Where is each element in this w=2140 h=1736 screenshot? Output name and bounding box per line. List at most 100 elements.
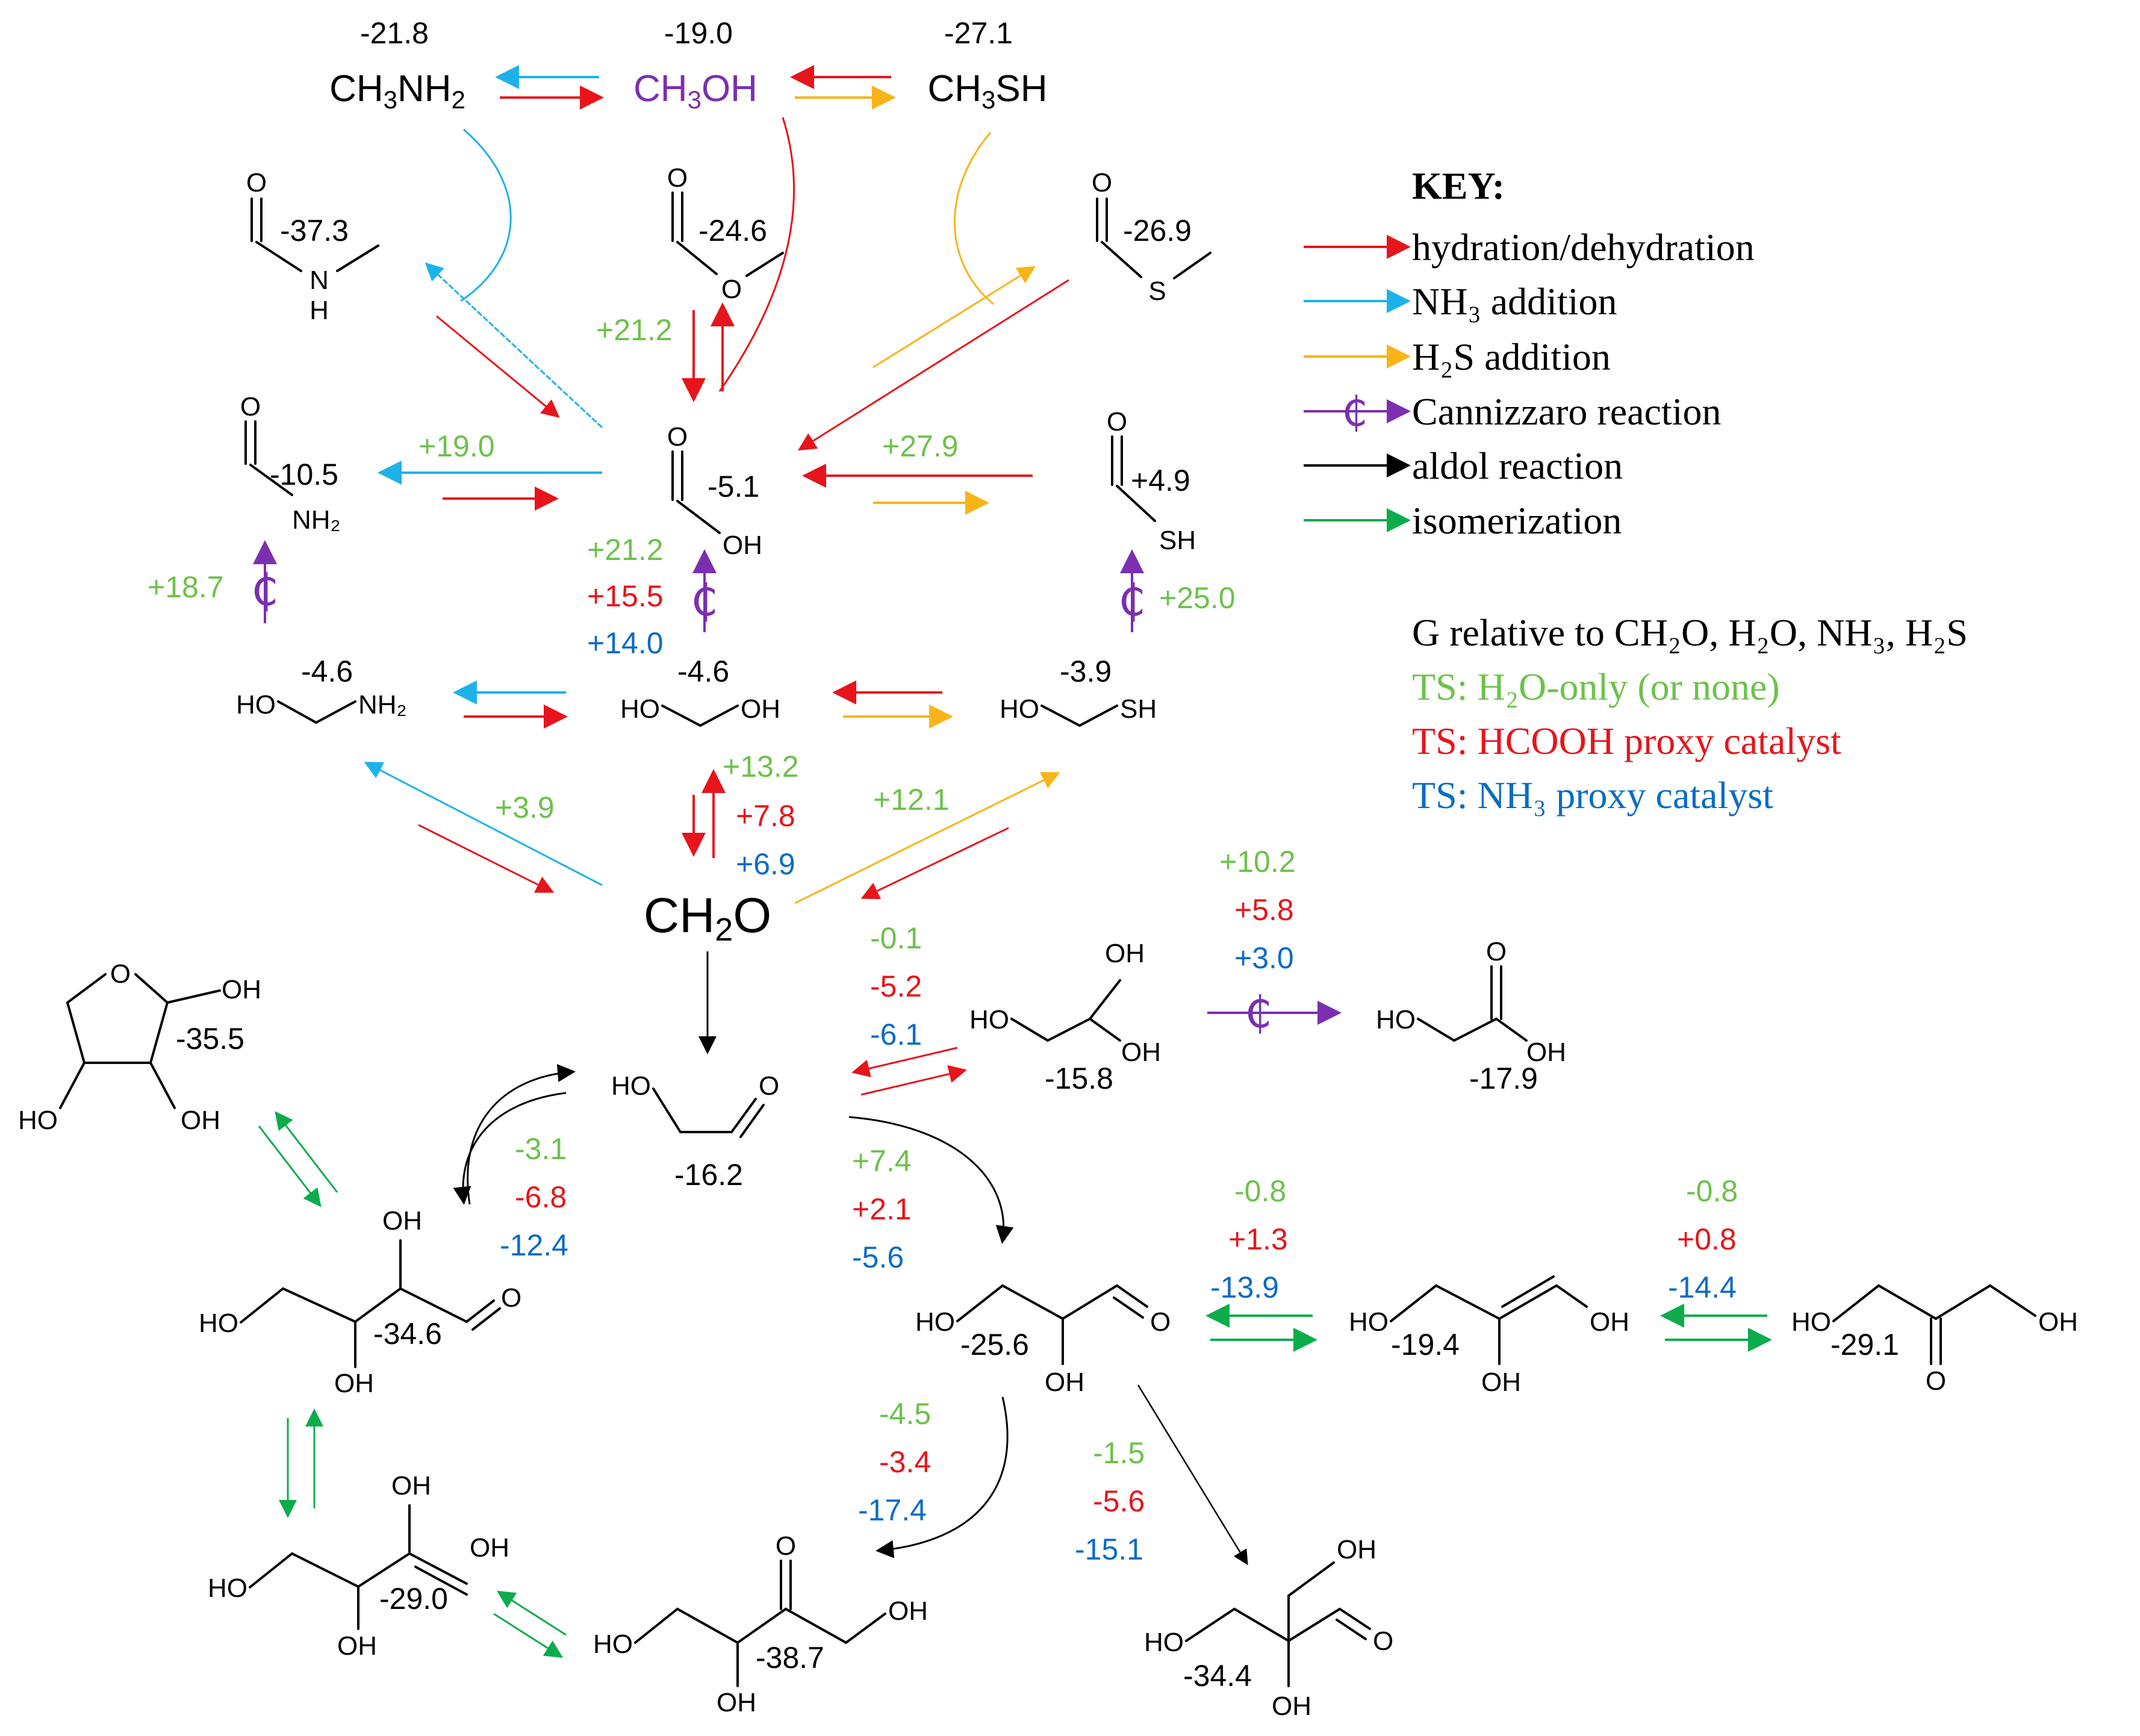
arrow-formic-to-nmf bbox=[425, 262, 603, 429]
ts-mercapto: +12.1 bbox=[873, 783, 950, 817]
molecule-enediol-c3: HO OH OH -19.4 bbox=[1349, 1275, 1629, 1397]
molecule-furanose: O OH HO OH -35.5 bbox=[18, 959, 261, 1135]
svg-text:O: O bbox=[1092, 168, 1112, 198]
svg-text:H: H bbox=[309, 296, 329, 325]
ts-thioformic-cannizzaro: +25.0 bbox=[1159, 581, 1236, 615]
ts-glycol-cann-h2o: +10.2 bbox=[1219, 845, 1296, 879]
svg-text:O: O bbox=[1150, 1307, 1171, 1337]
energy-formic-acid: -5.1 bbox=[708, 470, 759, 503]
molecule-thioformic-acid: O SH +4.9 bbox=[1107, 407, 1196, 555]
ts-to-ch3nh2-formyl: +21.2 bbox=[596, 313, 673, 347]
svg-text:O: O bbox=[246, 168, 267, 198]
ts-ery-h2o: -3.1 bbox=[515, 1132, 567, 1166]
ts-diol-hcooh: +7.8 bbox=[736, 799, 795, 833]
molecule-glycolaldehyde-hydrate: HO OH OH -15.8 bbox=[969, 939, 1161, 1095]
ch3sh-formula: CH3SH bbox=[927, 68, 1047, 114]
svg-text:OH: OH bbox=[181, 1106, 220, 1135]
ts-formic-h2o: +21.2 bbox=[587, 533, 664, 567]
svg-text:O: O bbox=[721, 275, 742, 304]
svg-text:NH₂: NH₂ bbox=[358, 690, 407, 720]
legend-title: KEY: bbox=[1412, 164, 1505, 207]
ch3nh2-formula: CH3NH2 bbox=[329, 68, 465, 114]
svg-text:HO: HO bbox=[611, 1071, 651, 1101]
svg-text:HO: HO bbox=[1376, 1005, 1416, 1034]
arrow-glycolaldehyde-to-hydrate bbox=[860, 1065, 967, 1096]
svg-text:HO: HO bbox=[915, 1307, 955, 1337]
energy-methylthioformate: -26.9 bbox=[1123, 214, 1192, 247]
ts-formic-nh3: +14.0 bbox=[587, 626, 664, 660]
ts-diol-h2o: +13.2 bbox=[723, 750, 799, 783]
energy-methanediol: -4.6 bbox=[677, 655, 729, 688]
svg-text:OH: OH bbox=[723, 530, 762, 560]
molecule-enediol-c4: HO OH OH OH -29.0 bbox=[208, 1471, 509, 1661]
svg-text:O: O bbox=[1373, 1626, 1393, 1656]
svg-text:O: O bbox=[1926, 1366, 1946, 1396]
arrow-ch2o-to-mercapto bbox=[794, 772, 1060, 904]
molecule-erythrose: HO O OH OH -34.6 bbox=[199, 1206, 521, 1398]
svg-text:HO: HO bbox=[199, 1308, 238, 1338]
svg-text:OH: OH bbox=[1121, 1038, 1161, 1067]
svg-text:HO: HO bbox=[1791, 1307, 1831, 1337]
svg-text:OH: OH bbox=[717, 1688, 756, 1717]
ts-branch-nh3: -15.1 bbox=[1075, 1532, 1143, 1566]
arrow-erythrose-to-furanose bbox=[275, 1111, 338, 1193]
arrow-furanose-to-erythrose bbox=[258, 1125, 322, 1207]
energy-branched-aldehyde: -34.4 bbox=[1183, 1659, 1252, 1693]
ts-erul-hcooh: -3.4 bbox=[879, 1445, 931, 1479]
energy-thioformic-acid: +4.9 bbox=[1131, 464, 1190, 497]
legend-nh3: NH₃ addition bbox=[1412, 280, 1617, 323]
arrow-glyceraldehyde-to-branched bbox=[1137, 1384, 1248, 1566]
svg-text:SH: SH bbox=[1159, 526, 1196, 555]
arrow-glyceraldehyde-to-erythrulose bbox=[876, 1396, 1009, 1558]
svg-text:OH: OH bbox=[1105, 939, 1145, 968]
arrow-erythrulose-to-enediol bbox=[496, 1590, 567, 1636]
legend-ts-nh3: TS: NH₃ proxy catalyst bbox=[1412, 774, 1773, 817]
legend-ts-h2o: TS: H₂O-only (or none) bbox=[1412, 665, 1780, 708]
arrow-erythrose-aldol-out bbox=[453, 1092, 567, 1205]
ts-branch-h2o: -1.5 bbox=[1093, 1436, 1145, 1470]
cannizzaro-icon-formamide: ₵ bbox=[251, 565, 279, 615]
ts-ery-hcooh: -6.8 bbox=[515, 1180, 567, 1214]
ch3oh-energy: -19.0 bbox=[664, 16, 733, 50]
molecule-glycolaldehyde: HO O -16.2 bbox=[611, 1071, 779, 1192]
arrow-aminomethanol-to-ch2o bbox=[418, 824, 555, 893]
ts-glyc-h2o: +7.4 bbox=[852, 1144, 912, 1178]
arrow-enediol-to-erythrulose bbox=[493, 1613, 564, 1658]
energy-erythrulose: -38.7 bbox=[756, 1641, 824, 1675]
svg-text:HO: HO bbox=[236, 690, 276, 720]
svg-text:O: O bbox=[1107, 407, 1127, 437]
svg-text:HO: HO bbox=[593, 1629, 633, 1659]
molecule-erythrulose: HO O OH OH -38.7 bbox=[593, 1531, 928, 1717]
molecule-methyl-formate: O O -24.6 bbox=[667, 163, 784, 304]
energy-dihydroxyacetone: -29.1 bbox=[1831, 1328, 1899, 1361]
svg-text:HO: HO bbox=[620, 694, 660, 724]
energy-glyceraldehyde: -25.6 bbox=[960, 1328, 1029, 1361]
svg-text:HO: HO bbox=[18, 1106, 58, 1135]
svg-text:OH: OH bbox=[1272, 1691, 1311, 1721]
energy-glycolaldehyde-hydrate: -15.8 bbox=[1045, 1062, 1113, 1095]
svg-text:OH: OH bbox=[1337, 1535, 1376, 1564]
molecule-aminomethanol: HO NH₂ -4.6 bbox=[236, 655, 407, 724]
ts-glyhyd-hcooh: -5.2 bbox=[870, 969, 922, 1003]
ts-thioformic-path: +27.9 bbox=[882, 429, 959, 463]
svg-text:S: S bbox=[1148, 276, 1166, 306]
curve-ch3oh bbox=[718, 117, 795, 392]
legend-aldol: aldol reaction bbox=[1412, 444, 1623, 487]
svg-text:O: O bbox=[776, 1531, 796, 1561]
cannizzaro-icon-glycolic: ₵ bbox=[1245, 987, 1272, 1038]
svg-text:O: O bbox=[501, 1283, 521, 1313]
svg-text:OH: OH bbox=[470, 1533, 509, 1563]
ts-branch-hcooh: -5.6 bbox=[1093, 1484, 1145, 1518]
ts-erul-nh3: -17.4 bbox=[858, 1493, 927, 1527]
energy-methylformate: -24.6 bbox=[698, 214, 767, 247]
svg-text:HO: HO bbox=[1144, 1628, 1184, 1657]
svg-text:OH: OH bbox=[337, 1631, 377, 1661]
arrow-formic-to-mtf bbox=[872, 266, 1036, 369]
molecule-branched-aldehyde: HO OH O OH -34.4 bbox=[1144, 1535, 1393, 1721]
ts-diol-nh3: +6.9 bbox=[736, 847, 795, 881]
ts-ene3-hcooh: +1.3 bbox=[1228, 1222, 1288, 1256]
svg-text:NH₂: NH₂ bbox=[292, 505, 341, 535]
energy-aminomethanol: -4.6 bbox=[301, 655, 353, 688]
ts-glycol-cann-nh3: +3.0 bbox=[1234, 941, 1294, 975]
ts-aminomethanol: +3.9 bbox=[495, 791, 555, 824]
